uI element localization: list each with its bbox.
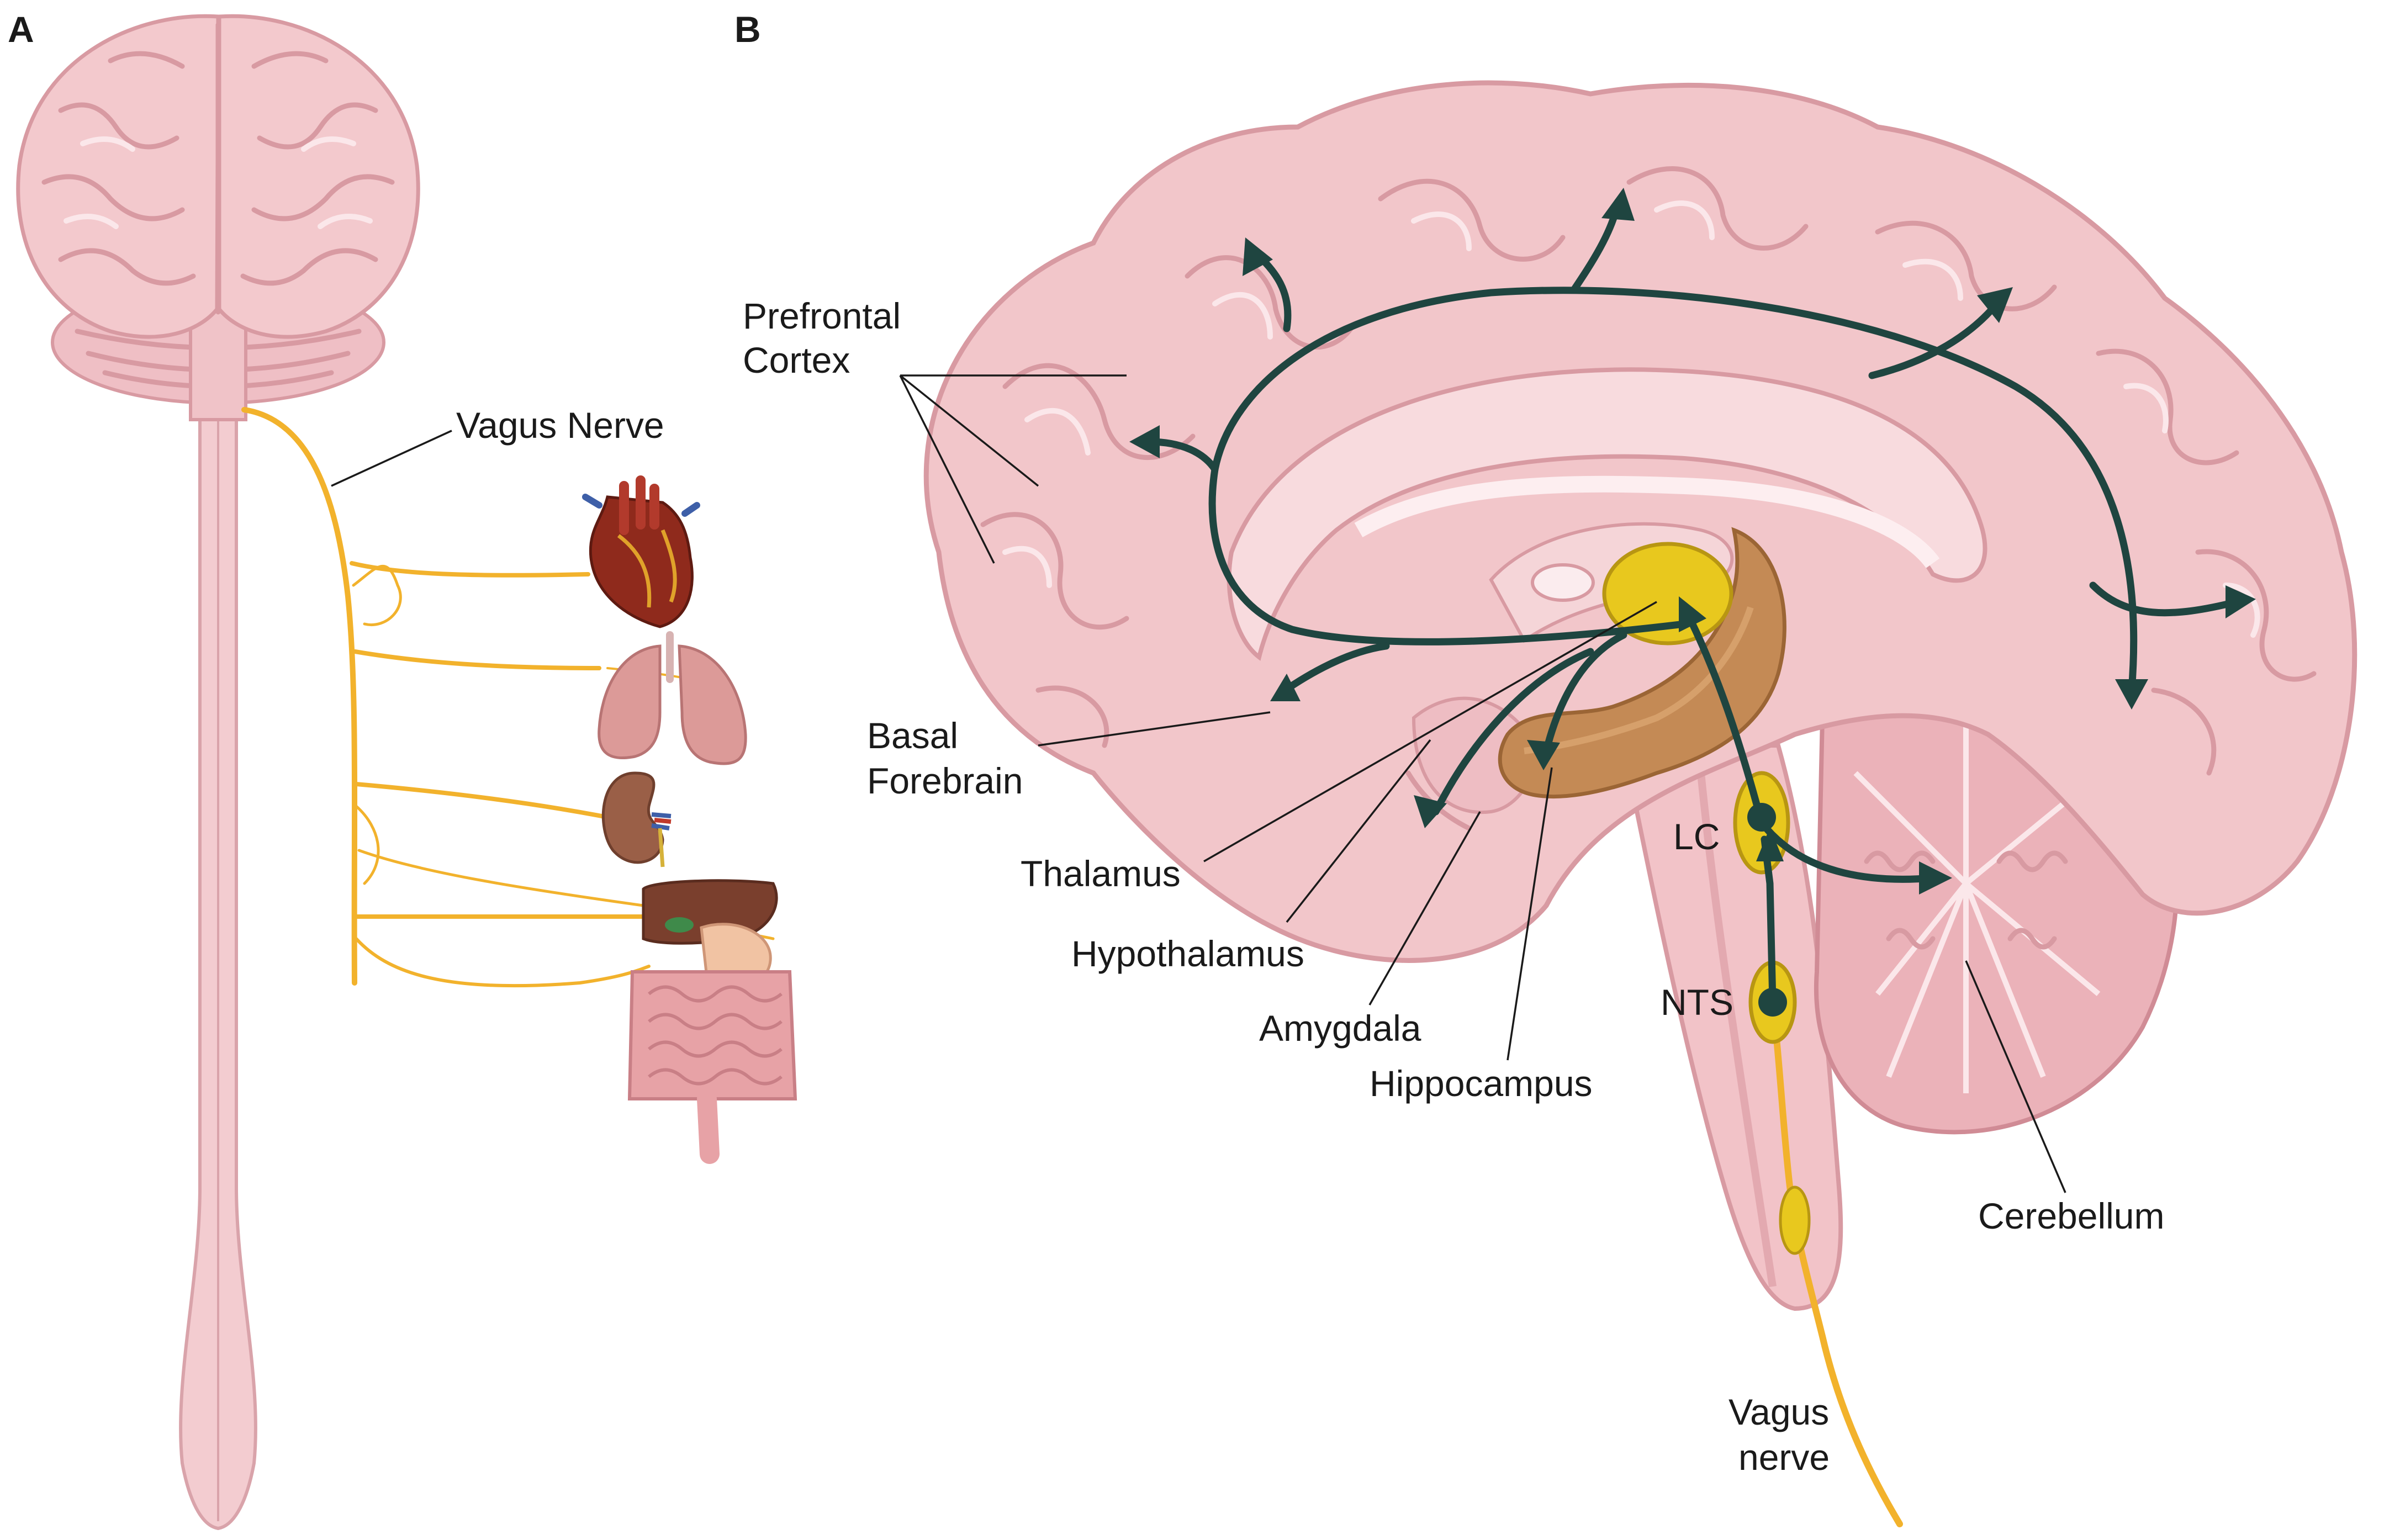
- spinal-cord-icon: [179, 404, 257, 1531]
- lc-cell-body: [1747, 803, 1776, 832]
- vagus-nerve-b: [1772, 1024, 1903, 1527]
- vagus-nerve-label-b-line2: nerve: [1738, 1437, 1830, 1478]
- prefrontal-cortex-label-line1: Prefrontal: [743, 295, 901, 336]
- heart-icon: [582, 475, 700, 628]
- basal-forebrain-label-line1: Basal: [867, 715, 958, 756]
- panel-a-letter: A: [8, 9, 34, 50]
- nts-cell-body: [1758, 988, 1787, 1017]
- hippocampus-shape: [1498, 527, 1786, 799]
- digestive-organs-icon: [627, 879, 797, 1164]
- lc-label: LC: [1673, 816, 1720, 857]
- pathway-arrowheads: [1129, 188, 2256, 895]
- brain-icon: [16, 14, 420, 421]
- amygdala-label: Amygdala: [1259, 1008, 1421, 1049]
- hypothalamus-label: Hypothalamus: [1071, 933, 1304, 974]
- vagus-nerve-label-a: Vagus Nerve: [456, 405, 664, 446]
- panel-b-letter: B: [734, 9, 761, 50]
- hippocampus-label: Hippocampus: [1370, 1063, 1593, 1104]
- vagus-nerve-leader-a: [331, 430, 452, 487]
- lungs-icon: [598, 631, 747, 765]
- prefrontal-cortex-label-line2: Cortex: [743, 340, 850, 380]
- vagus-nerve-label-b-line1: Vagus: [1728, 1391, 1829, 1432]
- leader-lines-b: [899, 374, 2066, 1193]
- basal-forebrain-label-line2: Forebrain: [867, 760, 1023, 801]
- kidney-icon: [601, 771, 672, 867]
- nts-label: NTS: [1661, 982, 1733, 1023]
- cerebellum-label: Cerebellum: [1978, 1195, 2164, 1236]
- thalamus-label: Thalamus: [1021, 853, 1181, 894]
